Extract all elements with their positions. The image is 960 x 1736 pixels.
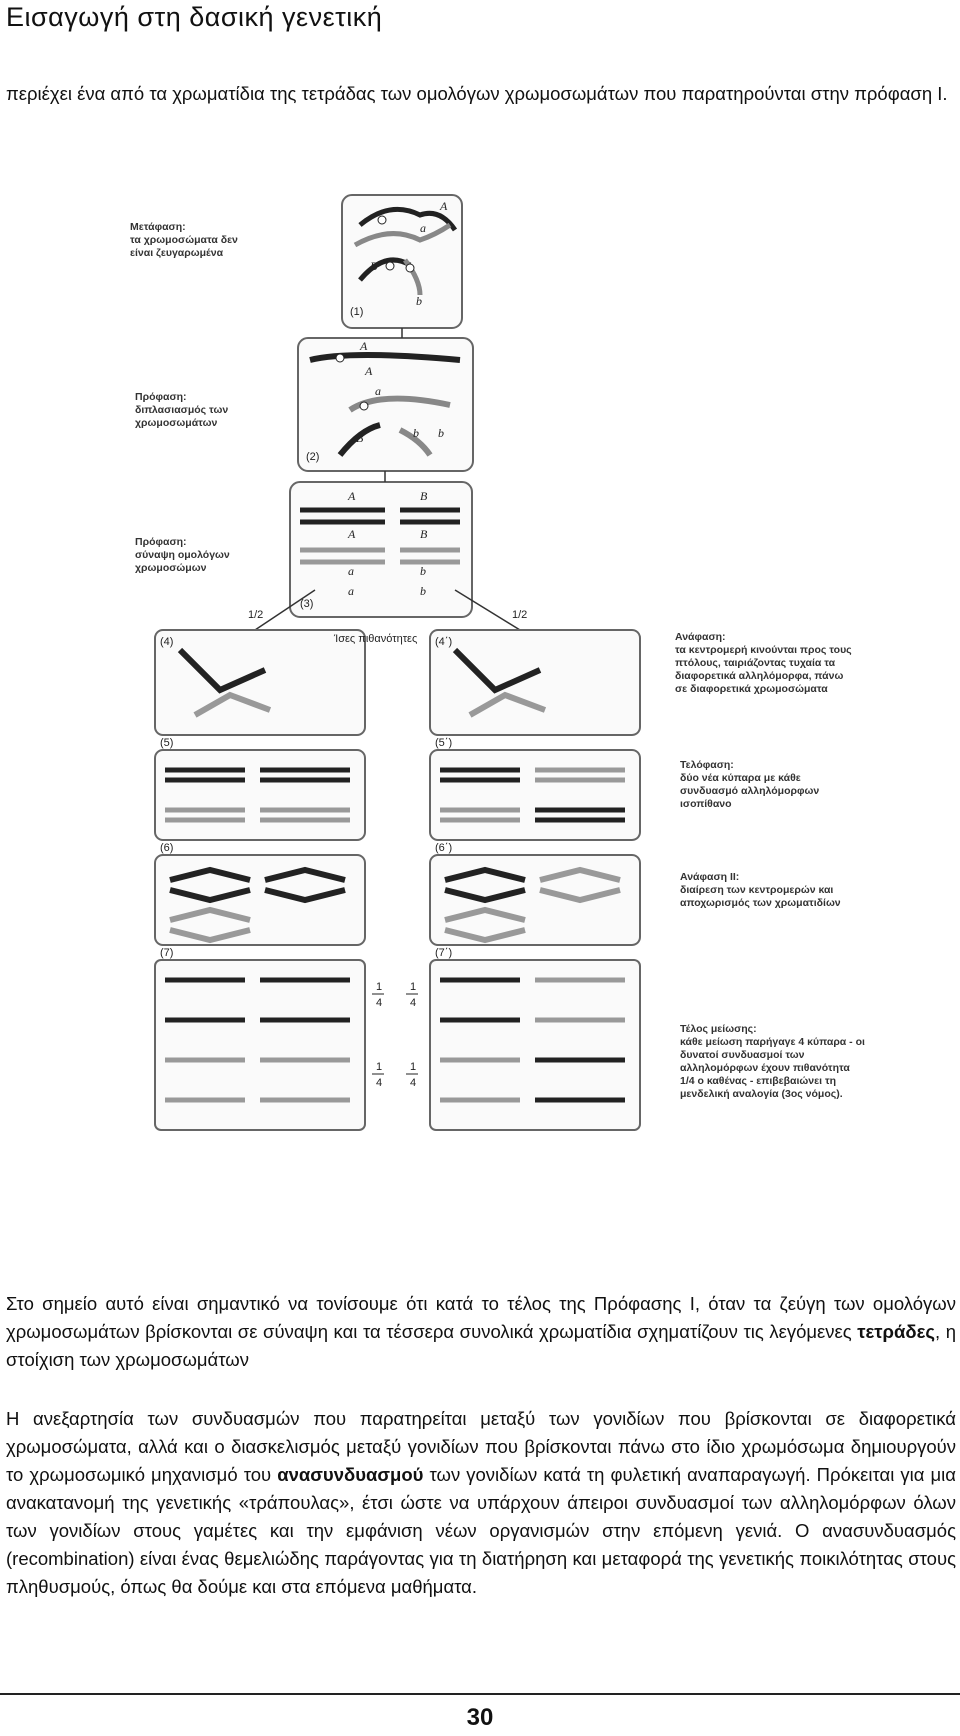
svg-text:b: b <box>416 294 422 308</box>
svg-text:b: b <box>413 426 419 440</box>
svg-text:4: 4 <box>410 1077 416 1089</box>
svg-text:συνδυασμό αλληλόμορφων: συνδυασμό αλληλόμορφων <box>680 785 819 797</box>
svg-text:μενδελική αναλογία (3ος νόμος): μενδελική αναλογία (3ος νόμος). <box>680 1088 843 1100</box>
svg-text:Τελόφαση:: Τελόφαση: <box>680 759 734 771</box>
svg-text:αλληλομόρφων έχουν πιθανότητα: αλληλομόρφων έχουν πιθανότητα <box>680 1062 850 1074</box>
svg-text:b: b <box>438 426 444 440</box>
svg-text:B: B <box>420 527 428 541</box>
svg-text:σύναψη ομολόγων: σύναψη ομολόγων <box>135 549 230 561</box>
svg-text:1: 1 <box>410 1061 416 1073</box>
svg-text:b: b <box>420 564 426 578</box>
page-header: Εισαγωγή στη δασική γενετική <box>6 2 383 32</box>
svg-text:Μετάφαση:: Μετάφαση: <box>130 221 186 233</box>
svg-text:είναι ζευγαρωμένα: είναι ζευγαρωμένα <box>130 247 224 259</box>
svg-text:1/4 ο καθένας - επιβεβαιώνει τ: 1/4 ο καθένας - επιβεβαιώνει τη <box>680 1075 836 1087</box>
svg-text:(5΄): (5΄) <box>435 737 452 749</box>
svg-text:(6): (6) <box>160 842 173 854</box>
paragraph-1: Στο σημείο αυτό είναι σημαντικό να τονίσ… <box>6 1293 956 1370</box>
svg-text:a: a <box>348 584 354 598</box>
svg-text:b: b <box>420 584 426 598</box>
svg-text:(7): (7) <box>160 947 173 959</box>
svg-text:a: a <box>348 564 354 578</box>
paragraph-2: Η ανεξαρτησία των συνδυασμών που παρατηρ… <box>6 1408 956 1597</box>
svg-text:Τέλος μείωσης:: Τέλος μείωσης: <box>680 1023 757 1035</box>
svg-text:Ανάφαση ΙΙ:: Ανάφαση ΙΙ: <box>680 871 739 883</box>
meiosis-stages <box>154 629 641 1131</box>
svg-text:A: A <box>364 364 373 378</box>
svg-text:(2): (2) <box>306 451 319 463</box>
svg-text:B: B <box>356 431 364 445</box>
svg-text:δυνατοί συνδυασμοί των: δυνατοί συνδυασμοί των <box>680 1049 805 1061</box>
svg-text:(7΄): (7΄) <box>435 947 452 959</box>
page-number: 30 <box>466 1704 494 1731</box>
svg-text:ισοπίθανο: ισοπίθανο <box>680 798 732 810</box>
svg-text:4: 4 <box>376 1077 382 1089</box>
svg-text:Πρόφαση:: Πρόφαση: <box>135 391 187 403</box>
svg-text:διαίρεση των κεντρομερών και: διαίρεση των κεντρομερών και <box>680 884 833 896</box>
svg-text:Ίσες πιθανότητες: Ίσες πιθανότητες <box>333 633 417 645</box>
svg-text:διπλασιασμός των: διπλασιασμός των <box>135 404 228 416</box>
svg-text:δύο νέα κύπαρα με κάθε: δύο νέα κύπαρα με κάθε <box>680 772 801 784</box>
svg-text:κάθε μείωση παρήγαγε 4 κύπαρα: κάθε μείωση παρήγαγε 4 κύπαρα - οι <box>680 1036 865 1048</box>
svg-text:4: 4 <box>410 997 416 1009</box>
svg-text:αποχωρισμός των χρωματιδίων: αποχωρισμός των χρωματιδίων <box>680 897 841 909</box>
svg-text:διαφορετικά αλληλόμορφα, πάνω: διαφορετικά αλληλόμορφα, πάνω <box>675 670 843 682</box>
svg-text:A: A <box>359 339 368 353</box>
svg-text:1: 1 <box>376 981 382 993</box>
svg-text:1: 1 <box>376 1061 382 1073</box>
svg-text:Πρόφαση:: Πρόφαση: <box>135 536 187 548</box>
svg-text:Ανάφαση:: Ανάφαση: <box>675 631 726 643</box>
svg-text:1/2: 1/2 <box>512 609 527 621</box>
svg-text:σε διαφορετικά χρωμοσώματα: σε διαφορετικά χρωμοσώματα <box>675 683 828 695</box>
svg-text:τα χρωμοσώματα δεν: τα χρωμοσώματα δεν <box>130 234 238 246</box>
svg-text:(5): (5) <box>160 737 173 749</box>
svg-text:χρωμοσωμάτων: χρωμοσωμάτων <box>135 417 217 429</box>
svg-text:B: B <box>420 489 428 503</box>
svg-text:1: 1 <box>410 981 416 993</box>
svg-text:χρωμοσώμων: χρωμοσώμων <box>135 562 207 574</box>
svg-text:A: A <box>439 199 448 213</box>
svg-text:A: A <box>347 489 356 503</box>
svg-text:(4΄): (4΄) <box>435 636 452 648</box>
svg-text:(6΄): (6΄) <box>435 842 452 854</box>
intro-paragraph: περιέχει ένα από τα χρωματίδια της τετρά… <box>6 83 948 104</box>
svg-text:(4): (4) <box>160 636 173 648</box>
svg-text:1/2: 1/2 <box>248 609 263 621</box>
svg-text:(3): (3) <box>300 598 313 610</box>
svg-text:a: a <box>375 384 381 398</box>
svg-text:B: B <box>370 259 378 273</box>
svg-text:(1): (1) <box>350 306 363 318</box>
svg-text:A: A <box>347 527 356 541</box>
svg-text:πτόλους, ταιριάζοντας τυχαία τ: πτόλους, ταιριάζοντας τυχαία τα <box>675 657 836 669</box>
svg-text:4: 4 <box>376 997 382 1009</box>
svg-text:a: a <box>420 221 426 235</box>
footer-rule <box>0 1693 960 1695</box>
svg-text:τα κεντρομερή κινούνται προς τ: τα κεντρομερή κινούνται προς τους <box>675 644 852 656</box>
